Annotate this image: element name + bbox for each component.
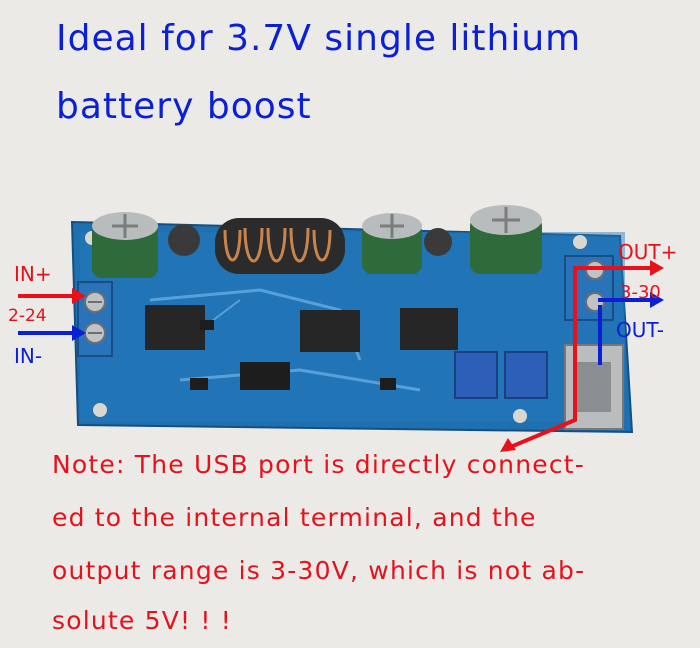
title-line-2: battery boost — [56, 86, 312, 127]
small-inductor-right — [424, 228, 452, 256]
out-plus-arrow — [598, 260, 664, 276]
note-line-1: Note: The USB port is directly connect- — [52, 450, 586, 479]
out-minus-arrow — [598, 292, 664, 308]
label-out-minus: OUT- — [616, 318, 664, 342]
in-minus-arrow — [18, 325, 86, 341]
note-line-4: solute 5V! ! ! — [52, 606, 233, 635]
capacitor-left — [92, 212, 158, 278]
small-chip-3 — [200, 320, 214, 330]
note-line-2: ed to the internal terminal, and the — [52, 503, 537, 532]
potentiometer-cv — [504, 351, 548, 399]
title-line-1: Ideal for 3.7V single lithium — [56, 18, 582, 59]
capacitor-right — [470, 205, 542, 274]
mosfet-middle — [300, 310, 360, 352]
label-in-range: 2-24 — [8, 306, 47, 326]
label-out-plus: OUT+ — [618, 240, 678, 264]
label-in-plus: IN+ — [14, 262, 52, 286]
mosfet-left — [145, 305, 205, 350]
output-terminal-block — [564, 255, 614, 321]
capacitor-middle — [362, 213, 422, 274]
potentiometer-cc — [454, 351, 498, 399]
label-in-minus: IN- — [14, 344, 43, 368]
small-inductor-left — [168, 224, 200, 256]
toroid-inductor — [215, 218, 345, 274]
small-chip-2 — [380, 378, 396, 390]
input-terminal-block — [77, 281, 113, 357]
in-plus-arrow — [18, 288, 86, 304]
usb-connection-lines — [500, 266, 602, 452]
small-chip-1 — [190, 378, 208, 390]
label-out-range: 3-30 — [620, 282, 661, 303]
note-line-3: output range is 3-30V, which is not ab- — [52, 556, 586, 585]
controller-ic — [240, 362, 290, 390]
mosfet-right — [400, 308, 458, 350]
